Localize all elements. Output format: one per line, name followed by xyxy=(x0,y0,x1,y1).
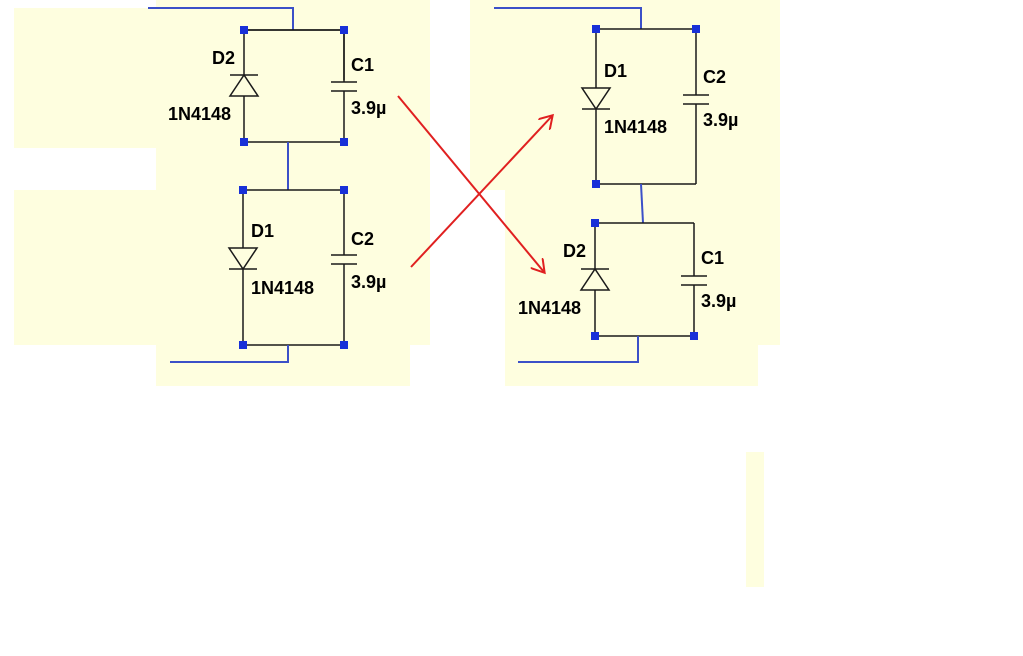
left-top-diode-part: 1N4148 xyxy=(168,104,231,124)
right-top-cap-symbol xyxy=(683,94,709,105)
right-bottom-cap-value: 3.9µ xyxy=(701,291,736,311)
node xyxy=(692,25,700,33)
left-bottom-diode-symbol xyxy=(227,247,259,271)
left-top-cap-ref: C1 xyxy=(351,55,374,75)
right-top-diode-part: 1N4148 xyxy=(604,117,667,137)
left-top-diode-symbol xyxy=(228,73,260,97)
panel-right-lower xyxy=(505,190,758,386)
node xyxy=(239,341,247,349)
left-bottom-bus xyxy=(170,345,289,363)
right-top-diode-symbol xyxy=(580,87,612,111)
node xyxy=(340,26,348,34)
right-bottom-diode-symbol xyxy=(579,267,611,291)
left-bottom-cap-ref: C2 xyxy=(351,229,374,249)
panel-right-strip xyxy=(746,452,764,587)
node xyxy=(340,341,348,349)
node xyxy=(240,138,248,146)
node xyxy=(340,186,348,194)
node xyxy=(592,180,600,188)
gap-between xyxy=(430,0,470,345)
left-bottom-diode-ref: D1 xyxy=(251,221,274,241)
node xyxy=(690,332,698,340)
left-top-cap-value: 3.9µ xyxy=(351,98,386,118)
right-bottom-bus xyxy=(518,336,639,363)
right-bottom-diode-part: 1N4148 xyxy=(518,298,581,318)
gap-left-top xyxy=(14,0,156,8)
left-bottom-diode-part: 1N4148 xyxy=(251,278,314,298)
gap-left-mid xyxy=(14,148,156,190)
node xyxy=(340,138,348,146)
left-circuit: D2 1N4148 C1 3.9µ D1 1N4148 C2 3.9µ xyxy=(148,7,386,363)
background-panels xyxy=(0,0,780,587)
node xyxy=(240,26,248,34)
left-nodes xyxy=(239,26,348,349)
right-circuit: D1 1N4148 C2 3.9µ D2 1N4148 C1 3.9µ xyxy=(494,7,738,363)
right-bottom-cap-symbol xyxy=(681,275,707,286)
right-nodes xyxy=(591,25,700,340)
left-top-diode-ref: D2 xyxy=(212,48,235,68)
right-top-cap-ref: C2 xyxy=(703,67,726,87)
left-top-cap-symbol xyxy=(331,81,357,92)
left-bottom-cap-symbol xyxy=(331,254,357,265)
arrow-bottom-to-top xyxy=(410,116,552,268)
panel-left-lower xyxy=(156,190,410,386)
right-top-diode-ref: D1 xyxy=(604,61,627,81)
node xyxy=(592,25,600,33)
right-bottom-diode-ref: D2 xyxy=(563,241,586,261)
right-top-cap-value: 3.9µ xyxy=(703,110,738,130)
background-gaps xyxy=(0,0,505,345)
right-top-bus xyxy=(494,7,642,29)
node xyxy=(591,332,599,340)
right-bottom-cap-ref: C1 xyxy=(701,248,724,268)
gap-right-mid xyxy=(470,190,505,345)
swap-arrows xyxy=(397,95,552,272)
arrow-top-to-bottom xyxy=(397,95,544,272)
node xyxy=(239,186,247,194)
left-bottom-cap-value: 3.9µ xyxy=(351,272,386,292)
node xyxy=(591,219,599,227)
left-top-bus xyxy=(148,7,294,30)
right-stage-link xyxy=(640,183,644,224)
gap-left-edge xyxy=(0,0,14,345)
